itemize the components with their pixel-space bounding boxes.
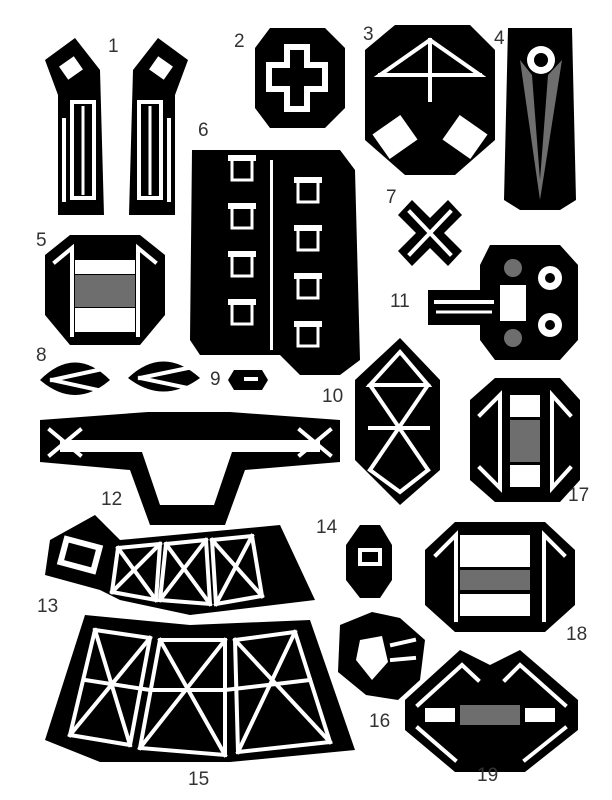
part-8-label: 8 [36,345,47,366]
part-3-label: 3 [363,24,374,45]
part-19-label: 19 [477,765,498,786]
part-4-shape [504,28,576,210]
part-10-shape [355,338,440,505]
part-16-label: 16 [369,711,390,732]
part-7-shape [398,200,462,266]
part-19-shape [405,650,578,772]
part-5-shape [45,235,165,345]
part-12-shape [40,412,340,525]
part-3-shape [365,25,495,175]
part-1-label: 1 [108,36,119,57]
part-12-label: 12 [101,489,122,510]
part-9-shape [228,370,268,390]
part-8-shape [40,361,200,395]
part-5-label: 5 [36,230,47,251]
part-9-label: 9 [210,369,221,390]
part-13-label: 13 [37,596,58,617]
part-17-shape [470,378,580,502]
part-13-shape [45,515,315,615]
part-6-shape [190,150,360,375]
part-2-shape [255,28,345,128]
part-14-label: 14 [316,517,338,538]
part-1-shape [45,38,188,215]
part-4-label: 4 [494,28,505,49]
part-15-shape [45,615,355,762]
part-16-shape [338,612,425,700]
part-11-label: 11 [390,291,410,312]
part-6-label: 6 [198,120,209,141]
part-15-label: 15 [188,769,209,790]
part-18-label: 18 [566,624,587,645]
part-18-shape [425,522,575,632]
part-7-label: 7 [386,187,397,208]
part-14-shape [346,525,392,598]
part-2-label: 2 [234,31,245,52]
part-17-label: 17 [568,485,589,506]
part-11-shape [428,245,578,360]
part-10-label: 10 [322,386,343,407]
